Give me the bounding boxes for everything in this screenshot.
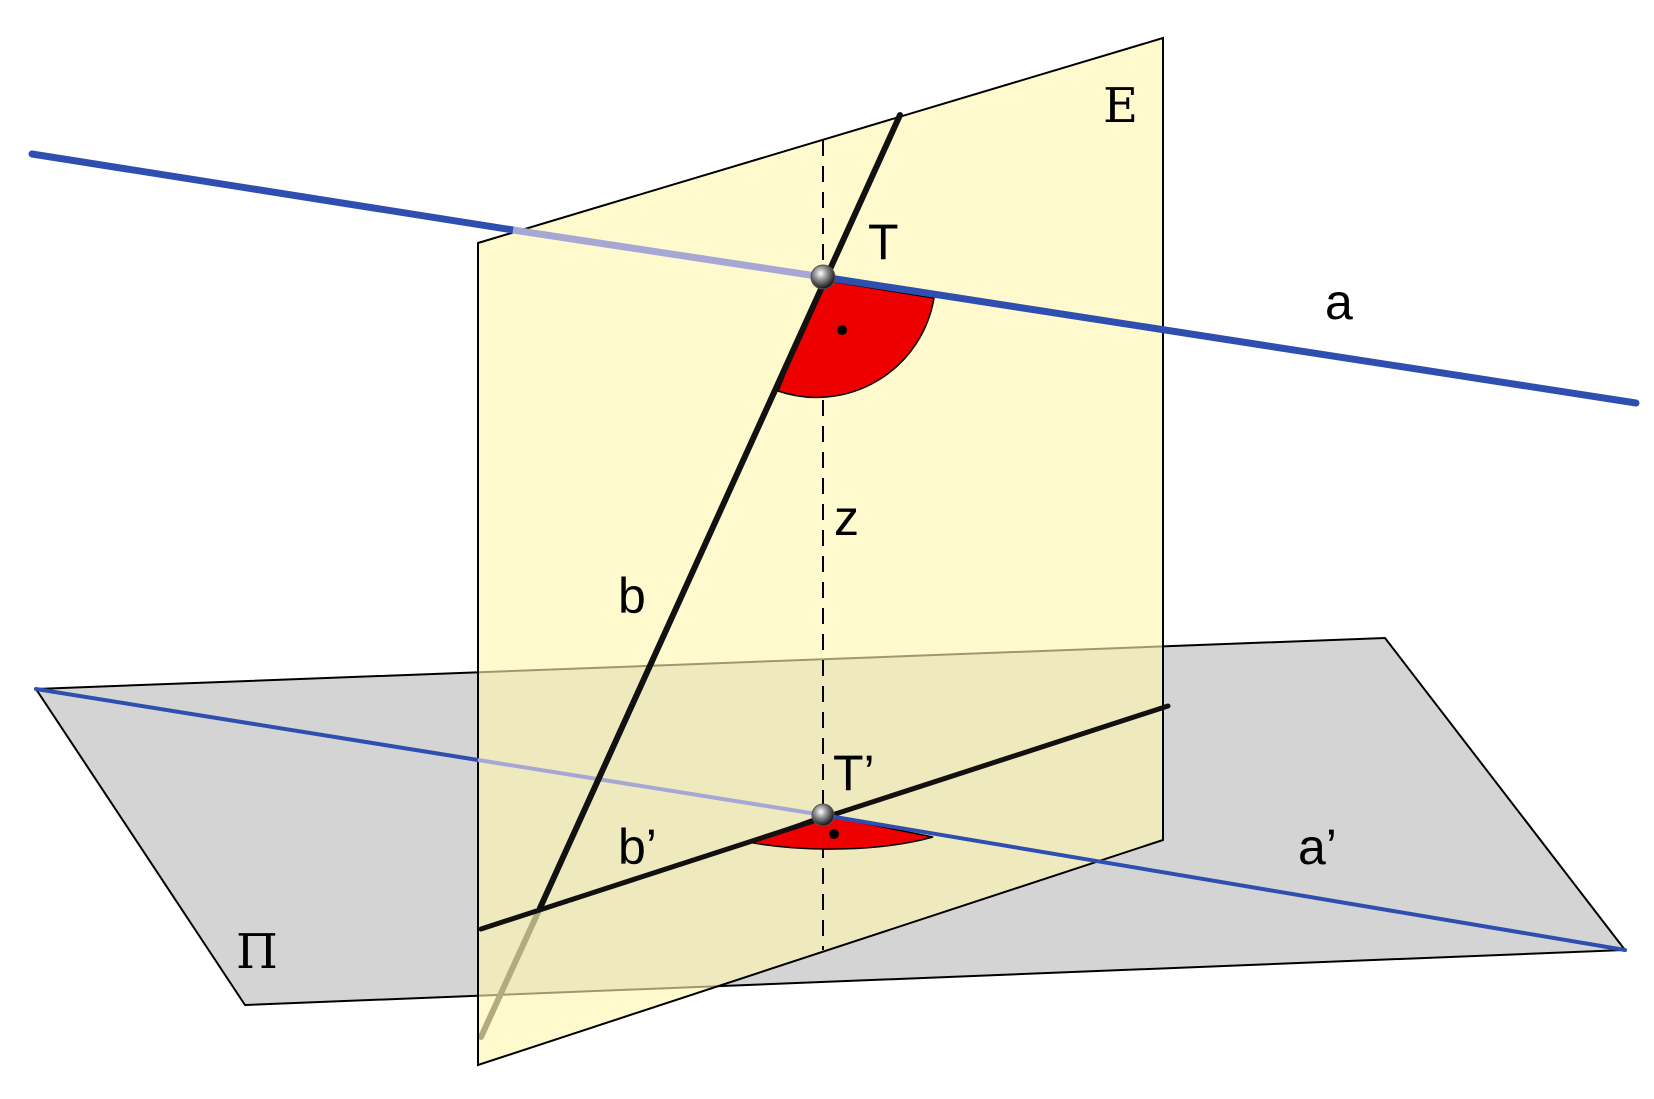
point-t-projection [811, 803, 835, 827]
right-angle-upper-dot [837, 325, 847, 335]
line-a-left [28, 150, 517, 234]
line-a-projection-hidden [477, 758, 824, 817]
label-line-a: a [1325, 274, 1353, 330]
label-line-b-projection: b’ [618, 819, 657, 875]
line-a-projection-right [821, 813, 1627, 952]
right-angle-upper [777, 279, 935, 399]
right-angle-lower [745, 814, 934, 850]
label-point-t-projection: T’ [833, 745, 875, 801]
line-a-projection-left [34, 687, 480, 762]
label-plane-e: E [1103, 78, 1138, 134]
label-line-a-projection: a’ [1298, 819, 1337, 875]
label-plane-pi: Π [236, 924, 278, 980]
plane-e [477, 36, 1164, 1067]
label-point-t: T [868, 214, 899, 270]
label-line-b: b [618, 568, 646, 624]
point-t [810, 264, 836, 290]
right-angle-lower-dot [829, 829, 839, 839]
line-a-right [819, 273, 1640, 407]
line-b [537, 112, 903, 911]
line-a-hidden [512, 226, 824, 281]
label-line-z: z [834, 490, 859, 546]
